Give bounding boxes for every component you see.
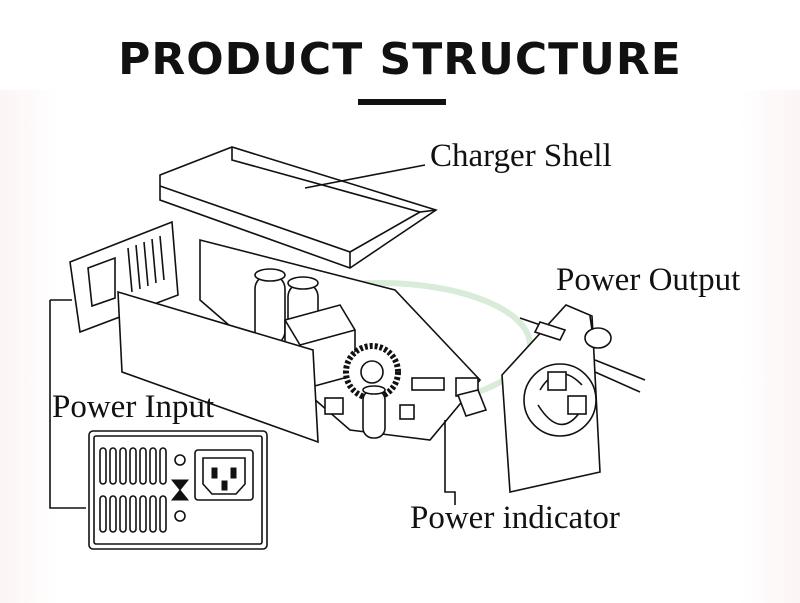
charger-shell-label: Charger Shell xyxy=(430,138,612,174)
leader-lines xyxy=(49,299,456,509)
power-input-label: Power Input xyxy=(52,389,215,425)
title-underline xyxy=(358,99,446,105)
page-title: PRODUCT STRUCTURE xyxy=(118,34,682,85)
power-indicator-label: Power indicator xyxy=(410,500,620,536)
output-panel xyxy=(456,304,646,493)
power-output-label: Power Output xyxy=(556,262,741,298)
power-input-panel xyxy=(88,430,268,550)
charger-shell xyxy=(159,146,438,269)
side-panel xyxy=(117,290,319,444)
